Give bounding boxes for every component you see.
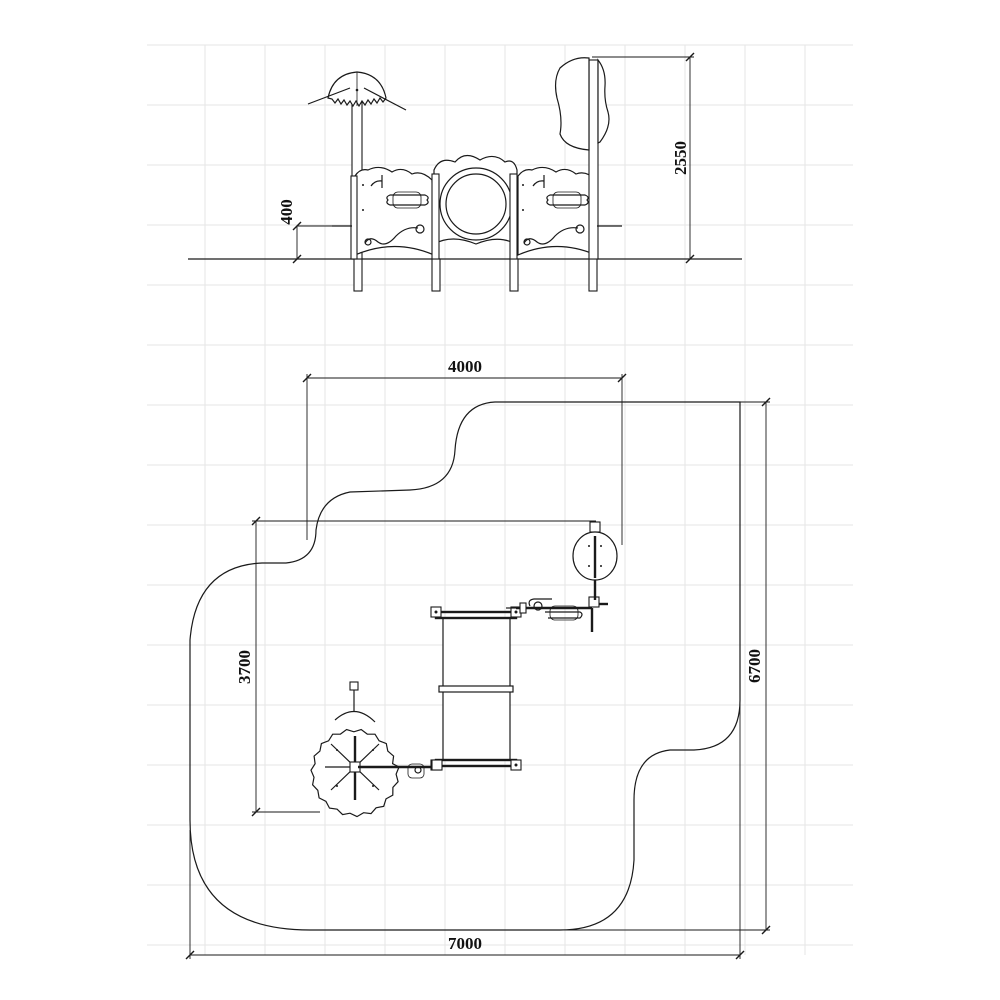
dimension-label-3700: 3700 bbox=[235, 650, 254, 684]
plan-view: 4000 3700 6700 7000 bbox=[185, 357, 771, 960]
flag-post bbox=[332, 57, 622, 260]
tunnel-plan bbox=[430, 606, 522, 771]
right-wall-panel bbox=[517, 166, 597, 256]
flag-post-plan bbox=[572, 521, 618, 600]
tunnel-section bbox=[431, 154, 518, 260]
dimension-label-6700: 6700 bbox=[745, 649, 764, 683]
dimension-label-7000: 7000 bbox=[448, 934, 482, 953]
dimension-label-400: 400 bbox=[277, 199, 296, 225]
left-connector-plan bbox=[358, 759, 443, 779]
dimension-label-2550: 2550 bbox=[671, 141, 690, 175]
dimension-structure-width: 4000 bbox=[302, 357, 627, 545]
dimension-zone-depth: 6700 bbox=[560, 397, 771, 935]
elevation-view: 400 2550 bbox=[188, 52, 742, 292]
left-wall-panel bbox=[350, 166, 435, 260]
dimension-structure-depth: 3700 bbox=[235, 516, 596, 817]
dimension-total-height: 2550 bbox=[592, 52, 695, 264]
umbrella-roof-plan bbox=[310, 681, 400, 818]
dimension-platform-height: 400 bbox=[277, 199, 335, 264]
underground-posts bbox=[353, 258, 598, 292]
dimension-label-4000: 4000 bbox=[448, 357, 482, 376]
right-panel-plan bbox=[506, 596, 608, 632]
safety-zone-outline bbox=[189, 401, 741, 931]
dimension-zone-width: 7000 bbox=[185, 700, 745, 960]
